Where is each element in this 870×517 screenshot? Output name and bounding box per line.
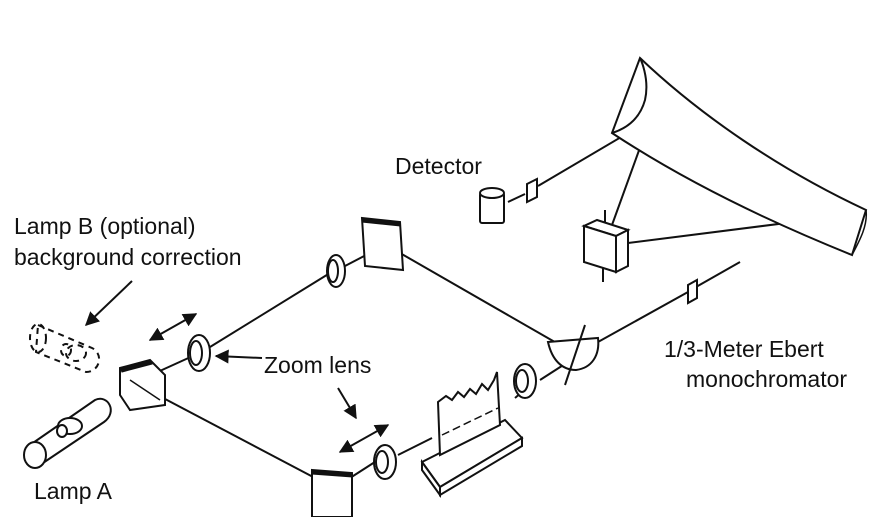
arrows [84, 280, 390, 453]
lamp-a-label: Lamp A [34, 478, 112, 504]
zoom-lens-pointer-arrow-lower [337, 387, 357, 420]
zoom-adjust-arrow-upper [148, 313, 198, 341]
lamp-b-sublabel: background correction [14, 244, 242, 270]
mirror-upper [360, 216, 405, 272]
zoom-lens-pointer-arrow-upper [214, 349, 263, 364]
ebert-mirror [610, 56, 868, 257]
lamp-b-label: Lamp B (optional) [14, 213, 196, 239]
detector-label: Detector [395, 153, 482, 179]
lamp-b [29, 323, 101, 374]
chopper [546, 324, 600, 386]
monochromator-sublabel: monochromator [686, 366, 848, 392]
exit-slit [687, 278, 698, 305]
zoom-lens-upper [187, 334, 211, 372]
zoom-lens-label: Zoom lens [264, 352, 372, 378]
detector [479, 177, 538, 224]
lens-right [513, 363, 537, 399]
zoom-lens-lower [373, 444, 397, 480]
zoom-adjust-arrow-lower [338, 424, 390, 453]
sample-holder [420, 371, 524, 499]
lens-upper [326, 254, 346, 288]
mirror-lower [311, 468, 353, 517]
monochromator-label: 1/3-Meter Ebert [664, 336, 824, 362]
lamp-a [23, 397, 112, 469]
slit-assembly [581, 210, 631, 282]
beam-splitter [119, 358, 166, 412]
lamp-b-pointer-arrow [84, 280, 133, 326]
